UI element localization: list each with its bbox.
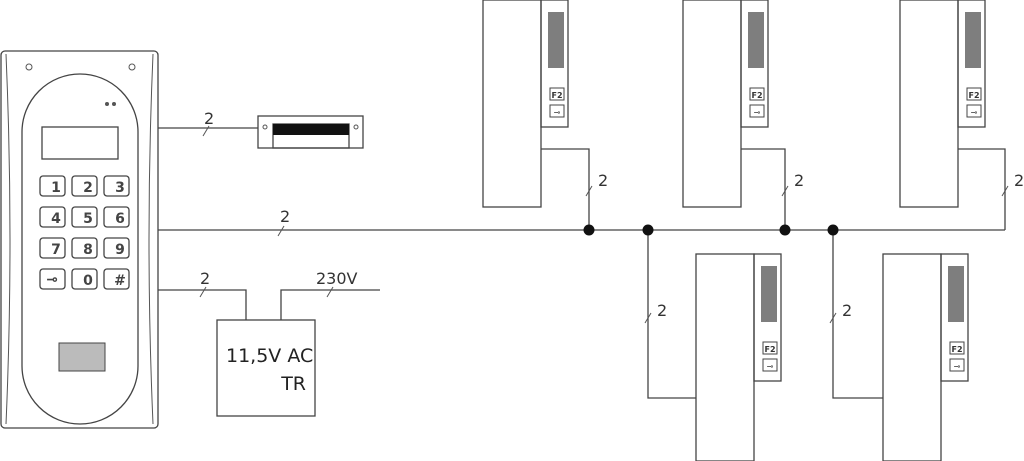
key-0: 0 [71, 268, 98, 290]
svg-text:2: 2 [83, 180, 93, 196]
svg-text:1: 1 [51, 180, 61, 196]
svg-text:7: 7 [51, 242, 61, 258]
wire-count-handset-2: 2 [794, 171, 804, 190]
door-release-button [966, 104, 982, 118]
f2-button: F2 [551, 91, 562, 100]
svg-text:#: # [114, 273, 126, 289]
speaker-grille [965, 12, 981, 68]
mains-voltage-label: 230V [316, 269, 358, 288]
handset-3: F2 ⊸ [899, 0, 986, 208]
f2-button: F2 [751, 91, 762, 100]
junction-dot [827, 224, 839, 236]
key-5: 5 [71, 206, 98, 228]
svg-text:3: 3 [115, 180, 125, 196]
transformer: 11,5V AC TR [216, 319, 316, 417]
transformer-voltage: 11,5V AC [226, 345, 313, 367]
key-key: ⊸ [39, 268, 66, 290]
handset-4: F2 ⊸ [695, 253, 782, 461]
door-panel: 1 2 3 4 5 6 7 8 9 ⊸ 0 # [0, 50, 159, 429]
key-icon: ⊸ [954, 362, 961, 371]
svg-text:4: 4 [51, 211, 61, 227]
key-hash: # [103, 268, 130, 290]
svg-text:6: 6 [115, 211, 125, 227]
handset-5: F2 ⊸ [882, 253, 969, 461]
key-1: 1 [39, 175, 66, 197]
key-icon: ⊸ [767, 362, 774, 371]
wire-count-handset-4: 2 [657, 301, 667, 320]
key-8: 8 [71, 237, 98, 259]
electric-lock [257, 115, 364, 149]
handset-2: F2 ⊸ [682, 0, 769, 208]
speaker-grille [548, 12, 564, 68]
door-release-button [549, 104, 565, 118]
f2-button: F2 [968, 91, 979, 100]
door-release-button [749, 104, 765, 118]
key-3: 3 [103, 175, 130, 197]
svg-text:9: 9 [115, 242, 125, 258]
key-icon: ⊸ [971, 108, 978, 117]
door-release-button [949, 358, 965, 372]
speaker-grille [748, 12, 764, 68]
handset-1: F2 ⊸ [482, 0, 569, 208]
junction-dot [779, 224, 791, 236]
key-7: 7 [39, 237, 66, 259]
svg-text:0: 0 [83, 273, 93, 289]
keypad: 1 2 3 4 5 6 7 8 9 ⊸ 0 # [39, 175, 130, 290]
speaker-grille [948, 266, 964, 322]
speaker-grille [761, 266, 777, 322]
key-icon: ⊸ [754, 108, 761, 117]
door-release-button [762, 358, 778, 372]
display [41, 126, 119, 160]
speaker-grille [58, 342, 106, 372]
junction-dot [583, 224, 595, 236]
key-2: 2 [71, 175, 98, 197]
transformer-label: TR [280, 373, 306, 395]
junction-dot [642, 224, 654, 236]
wire-count-handset-5: 2 [842, 301, 852, 320]
svg-text:8: 8 [83, 242, 93, 258]
key-icon: ⊸ [46, 272, 58, 288]
key-6: 6 [103, 206, 130, 228]
key-icon: ⊸ [554, 108, 561, 117]
key-4: 4 [39, 206, 66, 228]
wire-count-main: 2 [280, 207, 290, 226]
key-9: 9 [103, 237, 130, 259]
f2-button: F2 [764, 345, 775, 354]
svg-text:5: 5 [83, 211, 93, 227]
wire-count-handset-3: 2 [1014, 171, 1024, 190]
wire-count-handset-1: 2 [598, 171, 608, 190]
wire-count-lock: 2 [204, 109, 214, 128]
wire-count-power: 2 [200, 269, 210, 288]
f2-button: F2 [951, 345, 962, 354]
